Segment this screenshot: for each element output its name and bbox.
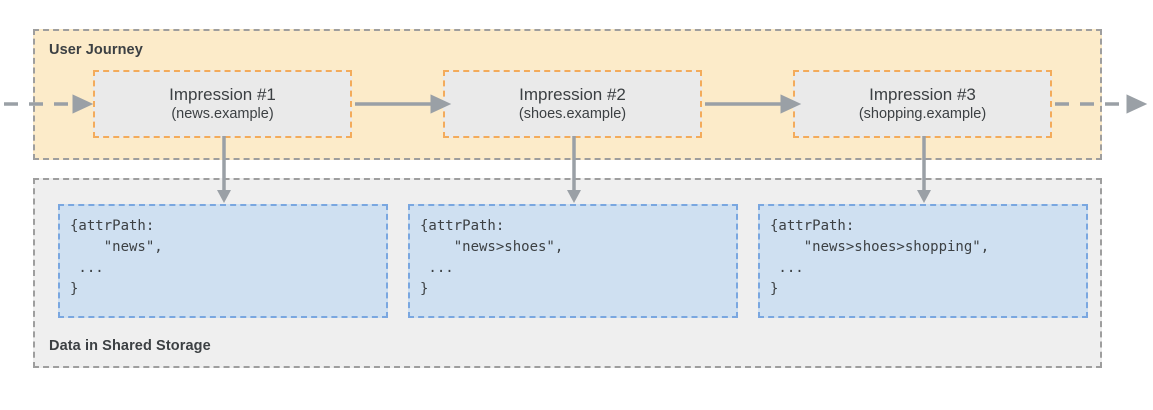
impression-box-3: Impression #3 (shopping.example) [793, 70, 1052, 138]
user-journey-label: User Journey [49, 42, 143, 58]
impression-box-2: Impression #2 (shoes.example) [443, 70, 702, 138]
impression-title-3: Impression #3 [869, 85, 976, 104]
shared-storage-code-block-1: {attrPath: "news", ... } [58, 204, 388, 318]
shared-storage-code-block-3: {attrPath: "news>shoes>shopping", ... } [758, 204, 1088, 318]
impression-title-2: Impression #2 [519, 85, 626, 104]
impression-site-3: (shopping.example) [858, 106, 987, 122]
shared-storage-code-block-2: {attrPath: "news>shoes", ... } [408, 204, 738, 318]
shared-storage-label: Data in Shared Storage [49, 338, 211, 354]
impression-box-1: Impression #1 (news.example) [93, 70, 352, 138]
impression-site-1: (news.example) [171, 106, 274, 122]
impression-title-1: Impression #1 [169, 85, 276, 104]
impression-site-2: (shoes.example) [518, 106, 627, 122]
